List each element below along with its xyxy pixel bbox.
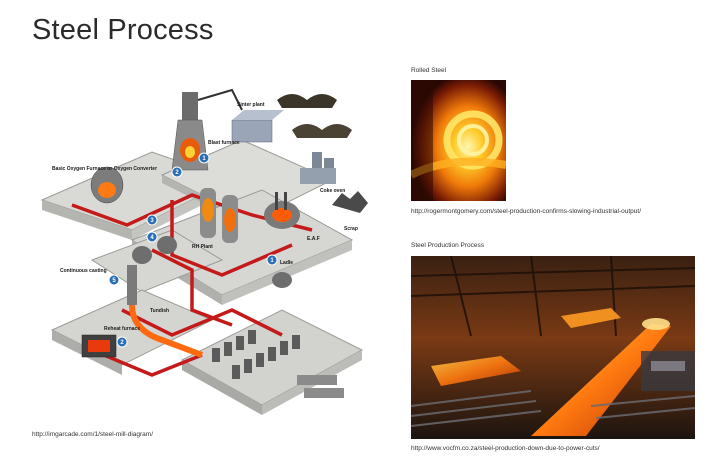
- steel-production-image: [411, 256, 695, 439]
- rolled-steel-image: [411, 80, 506, 201]
- label-continuous-casting: Continuous casting: [60, 268, 107, 274]
- step-number: 1: [270, 258, 274, 264]
- steel-mill-illustration: 1 2 3 4 5 1 2 Sinter plant Blast furnace…: [40, 88, 368, 415]
- steel-production-source-link[interactable]: http://www.vocfm.co.za/steel-production-…: [411, 445, 600, 452]
- rolled-steel-photo: [411, 80, 506, 201]
- label-tundish: Tundish: [150, 308, 169, 314]
- steel-mill-diagram: 1 2 3 4 5 1 2 Sinter plant Blast furnace…: [32, 80, 384, 424]
- label-blast-furnace: Blast furnace: [208, 140, 240, 146]
- label-scrap: Scrap: [344, 226, 358, 232]
- label-rh-plant: RH Plant: [192, 244, 213, 250]
- rolled-steel-source-link[interactable]: http://rogermontgomery.com/steel-product…: [411, 208, 642, 215]
- page-title: Steel Process: [32, 14, 214, 46]
- steel-production-heading: Steel Production Process: [411, 242, 484, 249]
- rolled-steel-heading: Rolled Steel: [411, 67, 447, 74]
- label-ladle: Ladle: [280, 260, 293, 266]
- label-bof: Basic Oxygen Furnace or Oxygen Converter: [52, 166, 157, 172]
- steel-production-photo: [411, 256, 695, 439]
- label-coke-oven: Coke oven: [320, 188, 345, 194]
- diagram-source-link[interactable]: http://imgarcade.com/1/steel-mill-diagra…: [32, 431, 154, 438]
- step-number: 4: [150, 235, 154, 241]
- step-number: 2: [175, 170, 179, 176]
- step-number: 1: [202, 156, 206, 162]
- step-number: 3: [150, 218, 154, 224]
- label-eaf: E.A.F: [307, 236, 320, 242]
- label-sinter-plant: Sinter plant: [237, 102, 265, 108]
- label-reheat-furnace: Reheat furnace: [104, 326, 140, 332]
- step-number: 5: [112, 278, 116, 284]
- step-number: 2: [120, 340, 124, 346]
